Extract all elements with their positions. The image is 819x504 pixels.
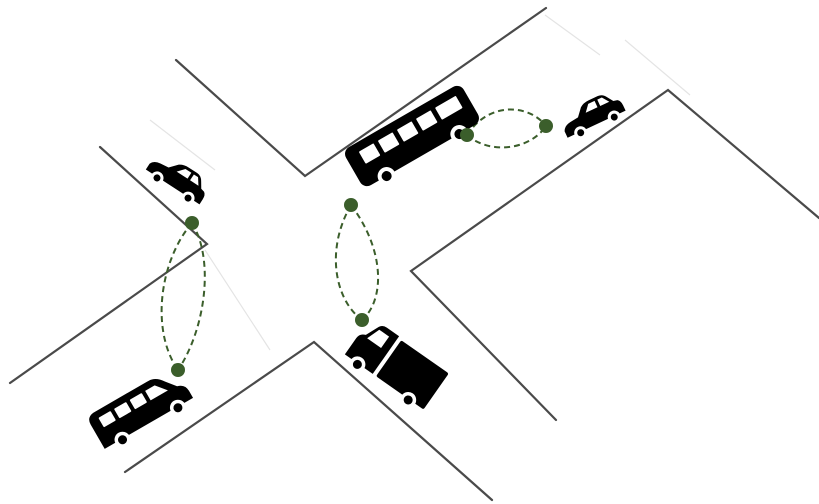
node-car-left: [185, 216, 199, 230]
link-bus-car: [467, 109, 546, 135]
link-bus-truck: [336, 205, 362, 320]
node-truck: [355, 313, 369, 327]
node-car-right: [539, 119, 553, 133]
link-bus-truck-return: [351, 205, 378, 320]
node-bus-right: [460, 128, 474, 142]
link-bus-car-return: [467, 126, 546, 147]
van-icon: [86, 366, 197, 457]
lane-guides: [150, 15, 690, 350]
node-bus-bottom: [344, 198, 358, 212]
node-van: [171, 363, 185, 377]
car-icon: [557, 88, 629, 145]
truck-icon: [340, 317, 450, 417]
car-icon: [142, 149, 213, 211]
link-car-van-return: [178, 223, 205, 370]
link-car-van: [162, 223, 192, 370]
